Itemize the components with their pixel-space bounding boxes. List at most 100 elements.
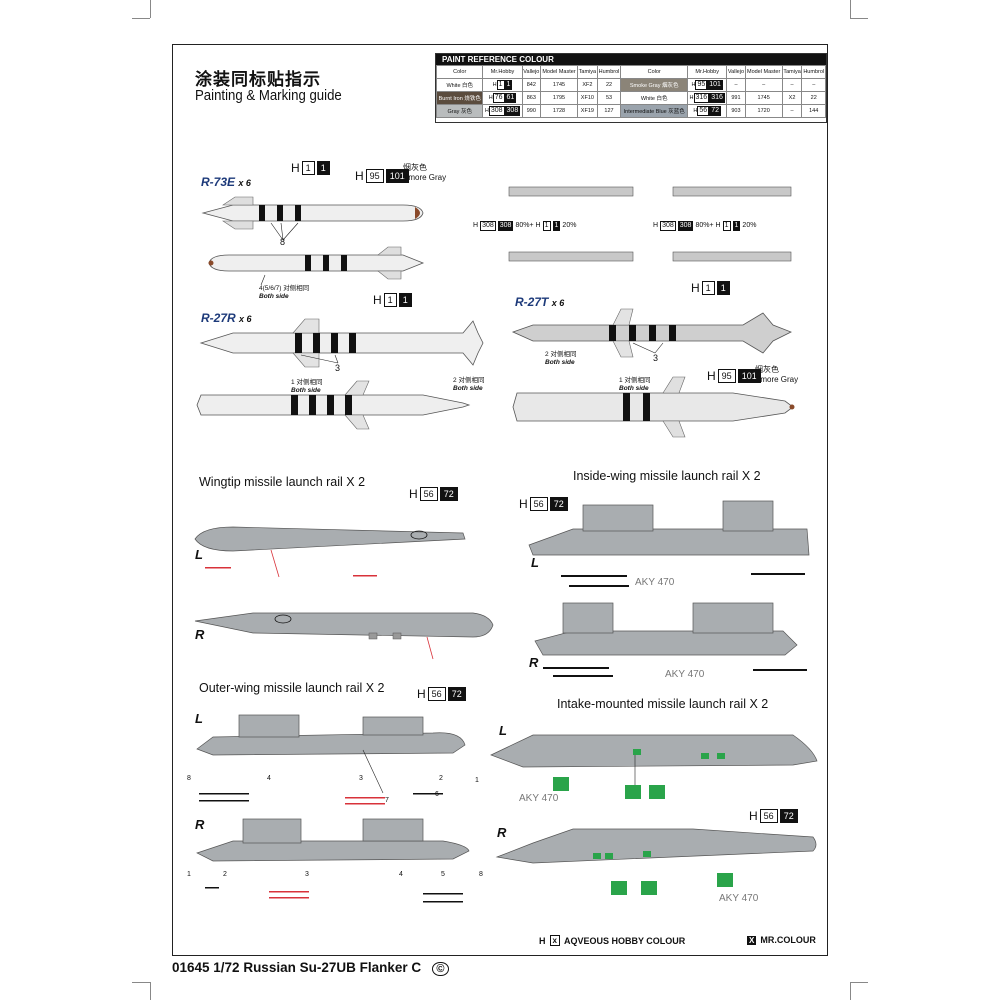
outer-num: 8 (187, 775, 191, 782)
outer-title: Outer-wing missile launch rail X 2 (199, 681, 385, 695)
inside-rail-left (528, 500, 810, 587)
inside-left-marker: L (531, 555, 539, 570)
wingtip-rail-right (194, 612, 494, 660)
inside-right-marking: AKY 470 (665, 669, 705, 680)
intake-left-marker: L (499, 723, 507, 738)
intake-left-marking: AKY 470 (519, 793, 559, 804)
outer-rail-left (196, 714, 466, 805)
r73e-callout-8: 8 (280, 237, 286, 247)
outer-num: 2 (223, 871, 227, 878)
r73e-missile-top (201, 196, 424, 241)
inside-right-marker: R (529, 655, 539, 670)
paint-reference-heading: PAINT REFERENCE COLOUR (436, 54, 826, 65)
outer-right-marker: R (195, 817, 205, 832)
outer-num: 3 (305, 871, 309, 878)
title-english: Painting & Marking guide (195, 87, 342, 104)
vallejo: 903 (726, 104, 746, 118)
wingtip-right-marker: R (195, 627, 205, 642)
outer-num: 5 (441, 871, 445, 878)
r73e-label: R-73E x 6 (201, 175, 251, 189)
pylon-left-top (508, 186, 634, 197)
intake-right-marker: R (497, 825, 507, 840)
inside-rail-right (534, 602, 807, 677)
crop-mark (132, 982, 150, 983)
r27r-label: R-27R x 6 (201, 311, 252, 325)
outer-left-marker: L (195, 711, 203, 726)
outer-rail-right (196, 818, 470, 903)
r27r-missile-bottom (196, 380, 471, 430)
crop-mark (850, 982, 851, 1000)
intake-rail-right (495, 828, 817, 895)
outer-num: 6 (435, 791, 439, 798)
vallejo: 990 (521, 104, 542, 118)
r27r-missile-top (199, 318, 484, 368)
r27t-label: R-27T x 6 (515, 295, 565, 309)
footer-title: 01645 1/72 Russian Su-27UB Flanker C © (172, 960, 449, 976)
crop-mark (850, 982, 868, 983)
r27r-callout-3: 3 (335, 363, 341, 373)
crop-mark (150, 0, 151, 18)
outer-num: 1 (475, 777, 479, 784)
instruction-sheet: 涂装同标贴指示 Painting & Marking guide PAINT R… (172, 44, 828, 956)
paint-table: Color Mr.Hobby Vallejo Model Master Tami… (435, 65, 826, 118)
wingtip-left-marker: L (195, 547, 203, 562)
color-name: Smoke Gray 烟灰色 (620, 78, 689, 92)
pylon-left-bottom (508, 251, 634, 262)
humbrol: 144 (801, 104, 826, 118)
intake-rail-left (490, 734, 818, 799)
intake-title: Intake-mounted missile launch rail X 2 (557, 697, 769, 711)
r27t-missile-bottom (512, 376, 795, 438)
paint-reference-table: PAINT REFERENCE COLOUR Color Mr.Hobby Va… (435, 53, 827, 123)
crop-mark (850, 0, 851, 18)
outer-num: 4 (399, 871, 403, 878)
outer-num: 8 (479, 871, 483, 878)
r27t-missile-top (511, 308, 792, 358)
inside-left-marking: AKY 470 (635, 577, 675, 588)
crop-mark (850, 18, 868, 19)
intake-right-marking: AKY 470 (719, 893, 759, 904)
tamiya: – (781, 78, 803, 92)
crop-mark (150, 982, 151, 1000)
title-chinese: 涂装同标贴指示 (195, 70, 321, 90)
r27t-callout-3: 3 (653, 353, 659, 363)
model-master: 1728 (540, 104, 578, 118)
color-name: Gray 灰色 (435, 104, 484, 118)
outer-num: 1 (187, 871, 191, 878)
outer-num: 4 (267, 775, 271, 782)
color-name: Burnt Iron 烧铁色 (435, 91, 484, 105)
tamiya: – (781, 104, 803, 118)
pylon-right-top (672, 186, 792, 197)
wingtip-rail-left (194, 526, 466, 578)
humbrol: 127 (596, 104, 622, 118)
pylon-right-bottom (672, 251, 792, 262)
model-master: 1720 (744, 104, 783, 118)
outer-num: 2 (439, 775, 443, 782)
inside-title: Inside-wing missile launch rail X 2 (573, 469, 761, 483)
outer-num: 7 (385, 797, 389, 804)
wingtip-title: Wingtip missile launch rail X 2 (199, 475, 366, 489)
drawings-layer (194, 186, 818, 903)
outer-num: 3 (359, 775, 363, 782)
